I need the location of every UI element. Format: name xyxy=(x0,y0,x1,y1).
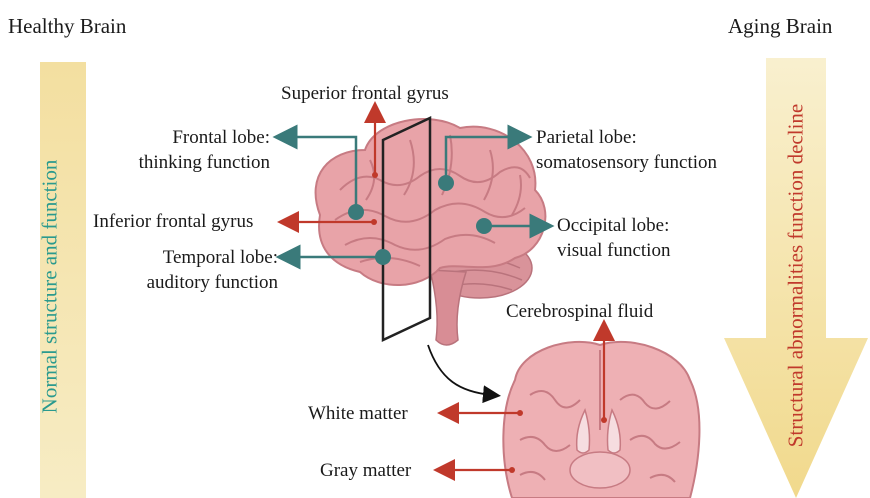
temporal-lobe-label-line1: Temporal lobe: xyxy=(140,246,278,270)
inferior-frontal-gyrus-label: Inferior frontal gyrus xyxy=(93,210,253,234)
occipital-lobe-label-line2: visual function xyxy=(557,239,670,263)
frontal-lobe-label: Frontal lobe: xyxy=(150,126,270,150)
parietal-lobe-label-line2: somatosensory function xyxy=(536,151,717,175)
frontal-lobe-label-line1: Frontal lobe: xyxy=(150,126,270,150)
superior-frontal-gyrus-label: Superior frontal gyrus xyxy=(281,82,449,106)
parietal-lobe-label-line1: Parietal lobe: xyxy=(536,126,637,150)
occipital-lobe-label-line1: Occipital lobe: xyxy=(557,214,669,238)
left-side-label: Normal structure and function xyxy=(38,137,63,437)
temporal-lobe-label-line2: auditory function xyxy=(120,271,278,295)
cerebrospinal-fluid-label: Cerebrospinal fluid xyxy=(506,300,653,324)
right-side-label: Structural abnormalities function declin… xyxy=(784,96,809,456)
gray-matter-label: Gray matter xyxy=(320,459,411,483)
section-arrow xyxy=(428,345,492,395)
white-matter-label: White matter xyxy=(308,402,408,426)
frontal-lobe-label-line2: thinking function xyxy=(115,151,270,175)
